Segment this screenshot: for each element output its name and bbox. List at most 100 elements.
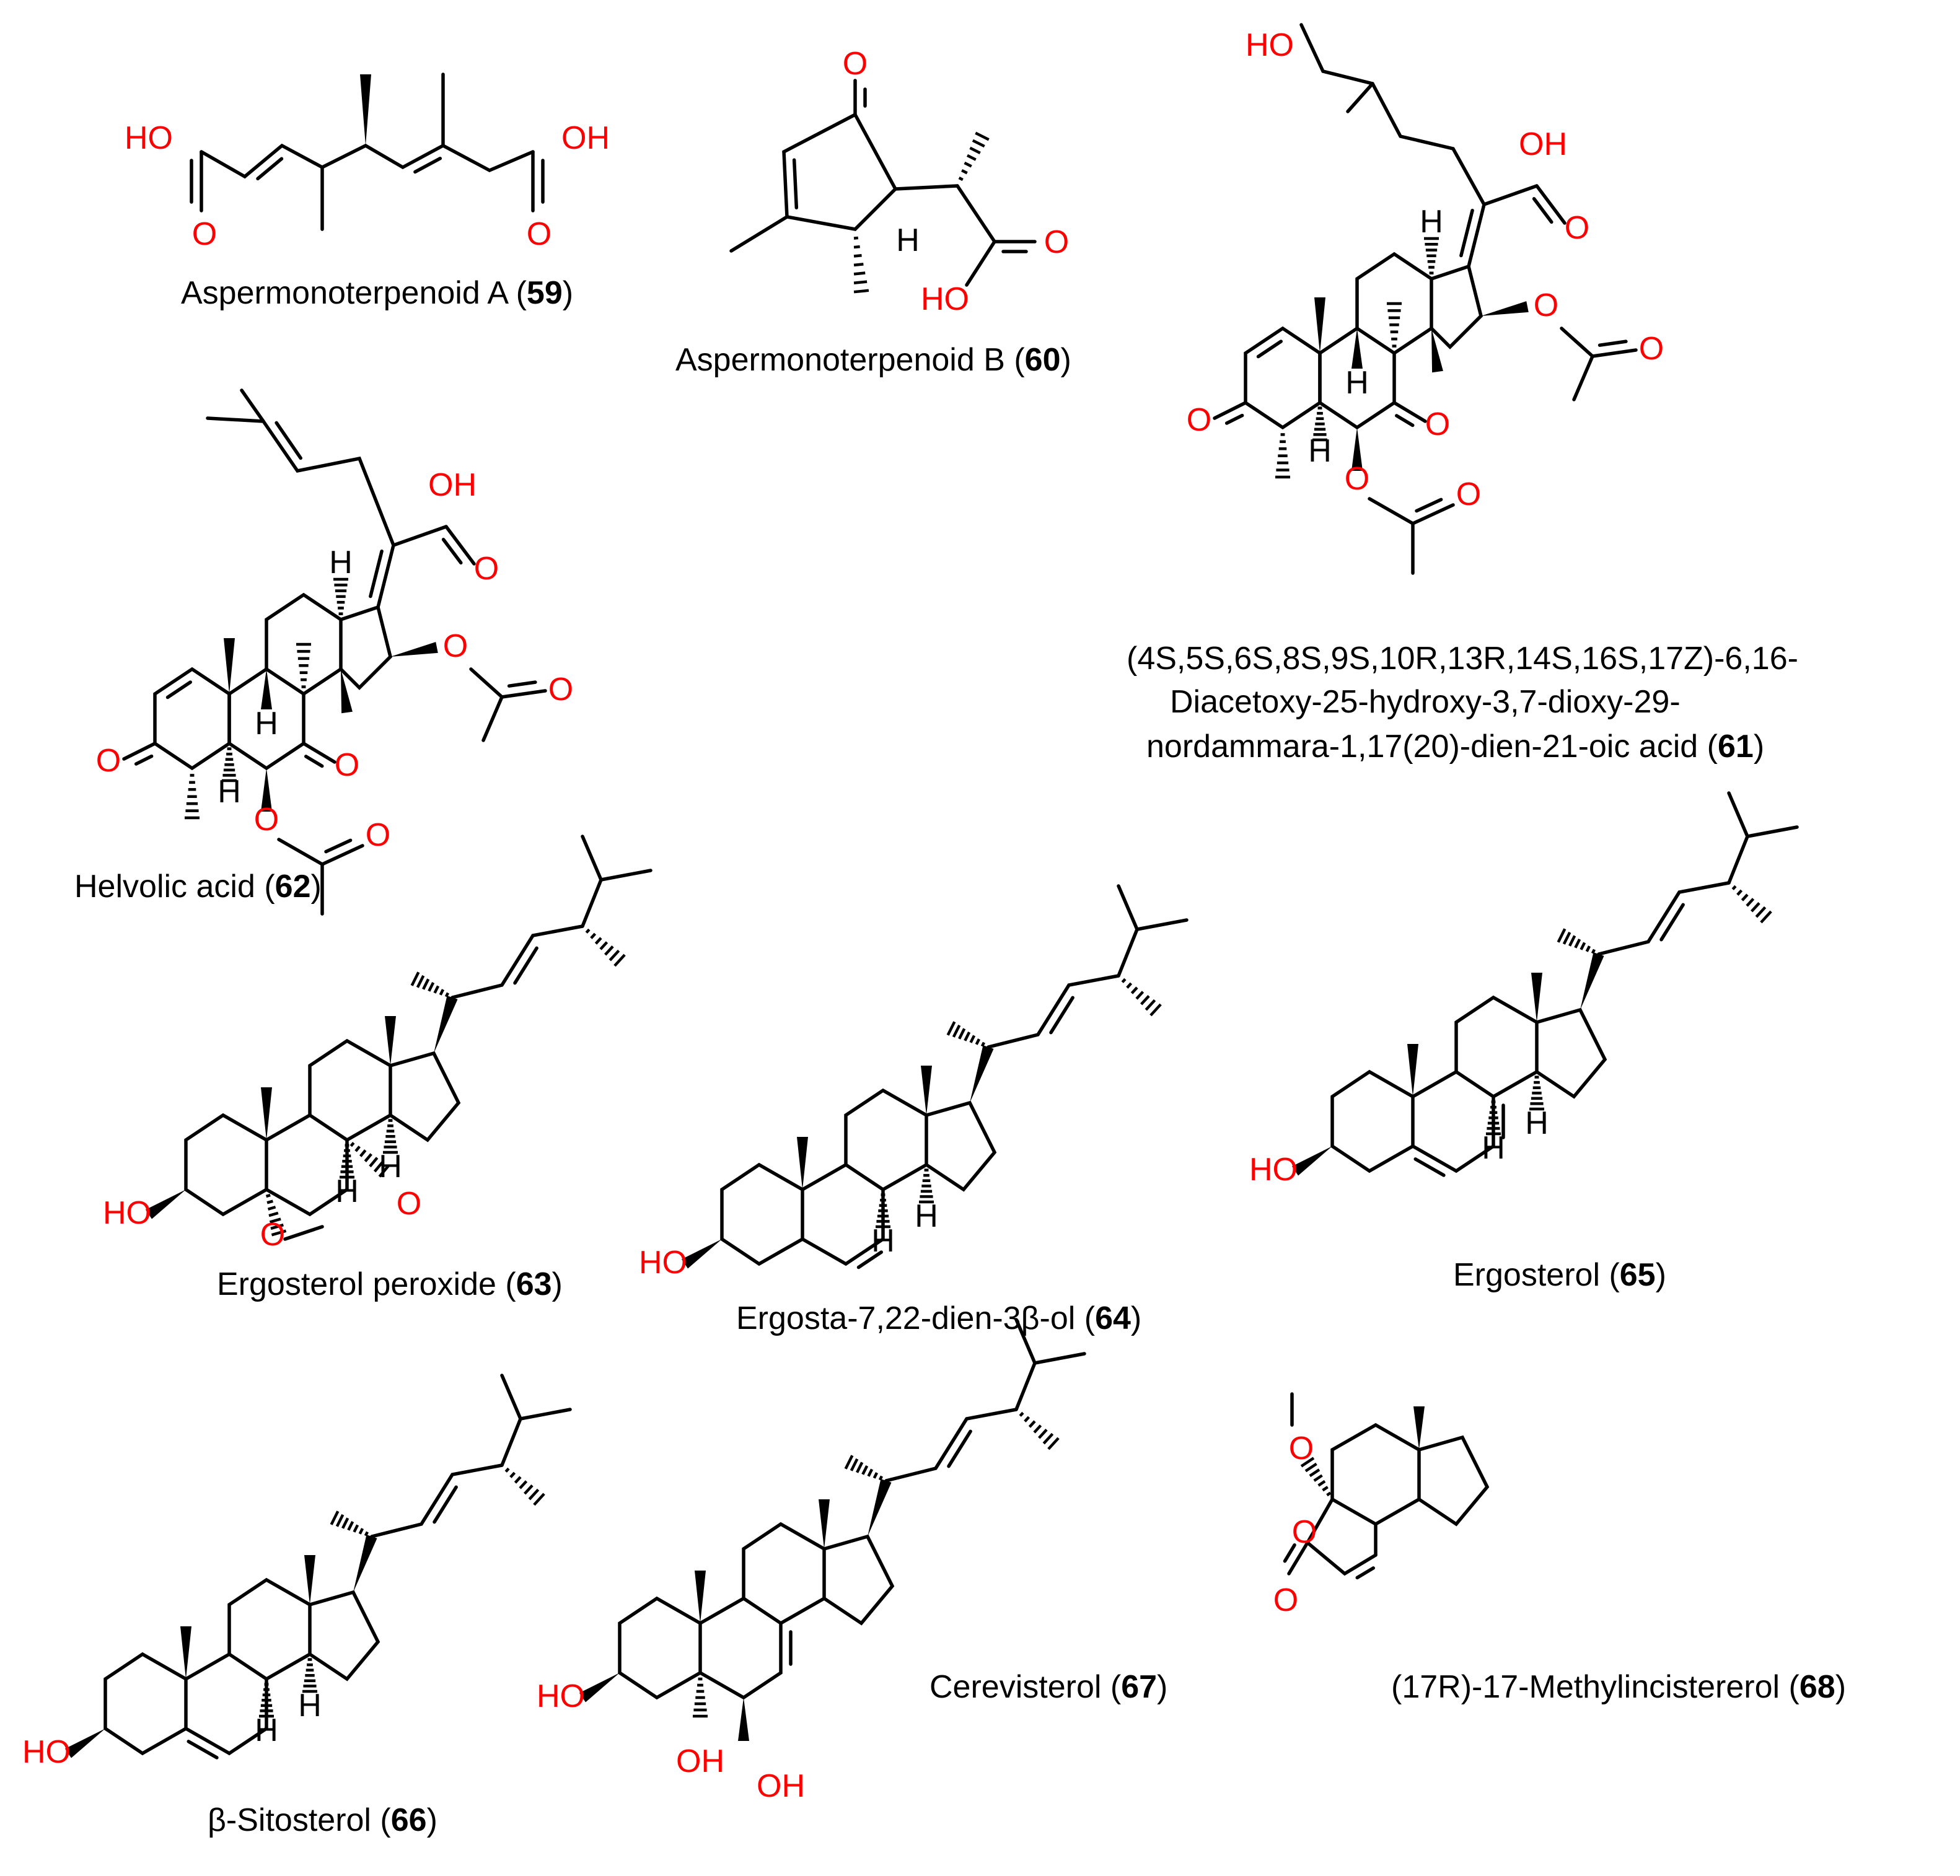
hash-bond — [519, 1480, 528, 1489]
chain-bond — [1305, 1497, 1378, 1576]
wedge-bond — [1314, 297, 1325, 353]
hydrogen-label: H — [1420, 204, 1443, 240]
bond — [444, 525, 476, 566]
chain-bond — [450, 924, 584, 999]
bond — [1746, 825, 1799, 838]
double-bond-line — [1413, 1157, 1446, 1177]
double-bond-line — [947, 1429, 972, 1468]
chain-bond — [884, 1408, 1018, 1483]
hash-bond — [1304, 1462, 1317, 1473]
chain-bond — [308, 1038, 392, 1142]
wedge-bond — [1431, 328, 1443, 373]
chain-bond — [1411, 1069, 1495, 1173]
double-bond-line — [513, 946, 538, 985]
hash-bond — [1309, 1468, 1321, 1478]
wedge-bond — [65, 1729, 105, 1758]
caption-64: Ergosta-7,22-dien-3β-ol (64) — [736, 1300, 1141, 1336]
hash-bond — [1326, 1491, 1332, 1497]
chain-bond — [206, 416, 395, 547]
hash-bond — [972, 139, 985, 148]
heteroatom-label: OH — [428, 467, 477, 503]
wedge-bond — [868, 1479, 892, 1536]
hash-bond — [266, 1199, 274, 1204]
hash-bond — [1149, 1003, 1162, 1017]
heteroatom-label: O — [397, 1186, 421, 1222]
double-bond-line — [187, 1740, 219, 1760]
hash-bond — [373, 1160, 384, 1173]
chain-bond — [1417, 1435, 1490, 1527]
heteroatom-label: OH — [757, 1768, 805, 1804]
heteroatom-label: HO — [1246, 27, 1294, 63]
bond-layer — [103, 23, 1799, 1760]
wedge-bond — [695, 1571, 706, 1623]
heteroatom-label: O — [254, 802, 279, 838]
hash-bond — [269, 1217, 281, 1224]
hash-bond — [853, 263, 864, 267]
hash-bond — [966, 154, 977, 161]
hydrogen-label: H — [1525, 1105, 1549, 1141]
ring-bond — [1330, 1422, 1421, 1527]
heteroatom-label: O — [1273, 1582, 1298, 1618]
wedge-bond — [1481, 301, 1529, 316]
hydrogen-label: H — [915, 1198, 938, 1234]
wedge-bond — [1413, 1406, 1425, 1450]
hash-bond — [509, 1471, 516, 1478]
hash-bond — [975, 131, 990, 141]
wedge-bond — [385, 1016, 396, 1066]
hash-bond — [613, 953, 626, 967]
hash-bond — [1591, 949, 1596, 954]
hydrogen-label: H — [871, 1223, 895, 1259]
caption-61-line-2: Diacetoxy-25-hydroxy-3,7-dioxy-29- — [1170, 684, 1681, 720]
chain-bond — [1454, 995, 1539, 1098]
hash-bond — [1121, 978, 1127, 983]
hash-bond — [268, 1211, 279, 1217]
hash-bond — [364, 1531, 369, 1536]
heteroatom-label: OH — [676, 1743, 724, 1779]
hash-bond — [514, 1476, 522, 1484]
wedge-bond — [261, 768, 272, 812]
chain-bond — [801, 1162, 885, 1266]
heteroatom-label: O — [1044, 224, 1069, 260]
double-bond-line — [1415, 497, 1443, 513]
heteroatom-label: O — [1187, 402, 1211, 438]
heteroatom-label: O — [335, 747, 359, 783]
bond — [1346, 82, 1374, 113]
chain-bond — [1299, 23, 1486, 206]
chain-bond — [1727, 791, 1749, 885]
double-bond-line — [1049, 996, 1074, 1035]
bond — [956, 184, 996, 243]
hash-bond — [265, 1193, 271, 1198]
hydrogen-label: H — [1482, 1130, 1505, 1166]
hash-bond — [270, 1223, 284, 1230]
hydrogen-label: H — [255, 1712, 278, 1748]
heteroatom-label: HO — [1249, 1152, 1298, 1188]
heteroatom-label: O — [1456, 476, 1481, 512]
heteroatom-label: HO — [103, 1195, 151, 1231]
hash-bond — [878, 1475, 883, 1481]
caption-60: Aspermonoterpenoid B (60) — [675, 342, 1071, 378]
hash-bond — [861, 1465, 869, 1475]
double-bond-line — [1532, 197, 1553, 224]
hash-bond — [439, 989, 445, 996]
hash-bond — [599, 941, 609, 950]
hash-bond — [444, 992, 449, 997]
chain-bond — [200, 143, 535, 179]
hash-bond — [1574, 938, 1581, 949]
double-bond-line — [1459, 208, 1474, 258]
hash-bond — [853, 280, 868, 285]
hydrogen-label: H — [1308, 433, 1332, 469]
bond — [1591, 348, 1638, 358]
wedge-bond — [1580, 952, 1604, 1010]
hydrogen-label: H — [1345, 365, 1369, 401]
heteroatom-label: O — [366, 817, 390, 853]
chain-bond — [283, 1225, 324, 1241]
hash-bond — [604, 945, 614, 956]
hash-bond — [330, 1510, 340, 1525]
hash-bond — [524, 1484, 534, 1495]
double-bond-line — [1355, 1566, 1375, 1580]
heteroatom-label: O — [843, 46, 868, 82]
hash-bond — [1047, 1437, 1060, 1450]
wedge-bond — [1407, 1044, 1418, 1097]
chain-bond — [698, 1596, 783, 1700]
wedge-bond — [353, 1535, 377, 1592]
